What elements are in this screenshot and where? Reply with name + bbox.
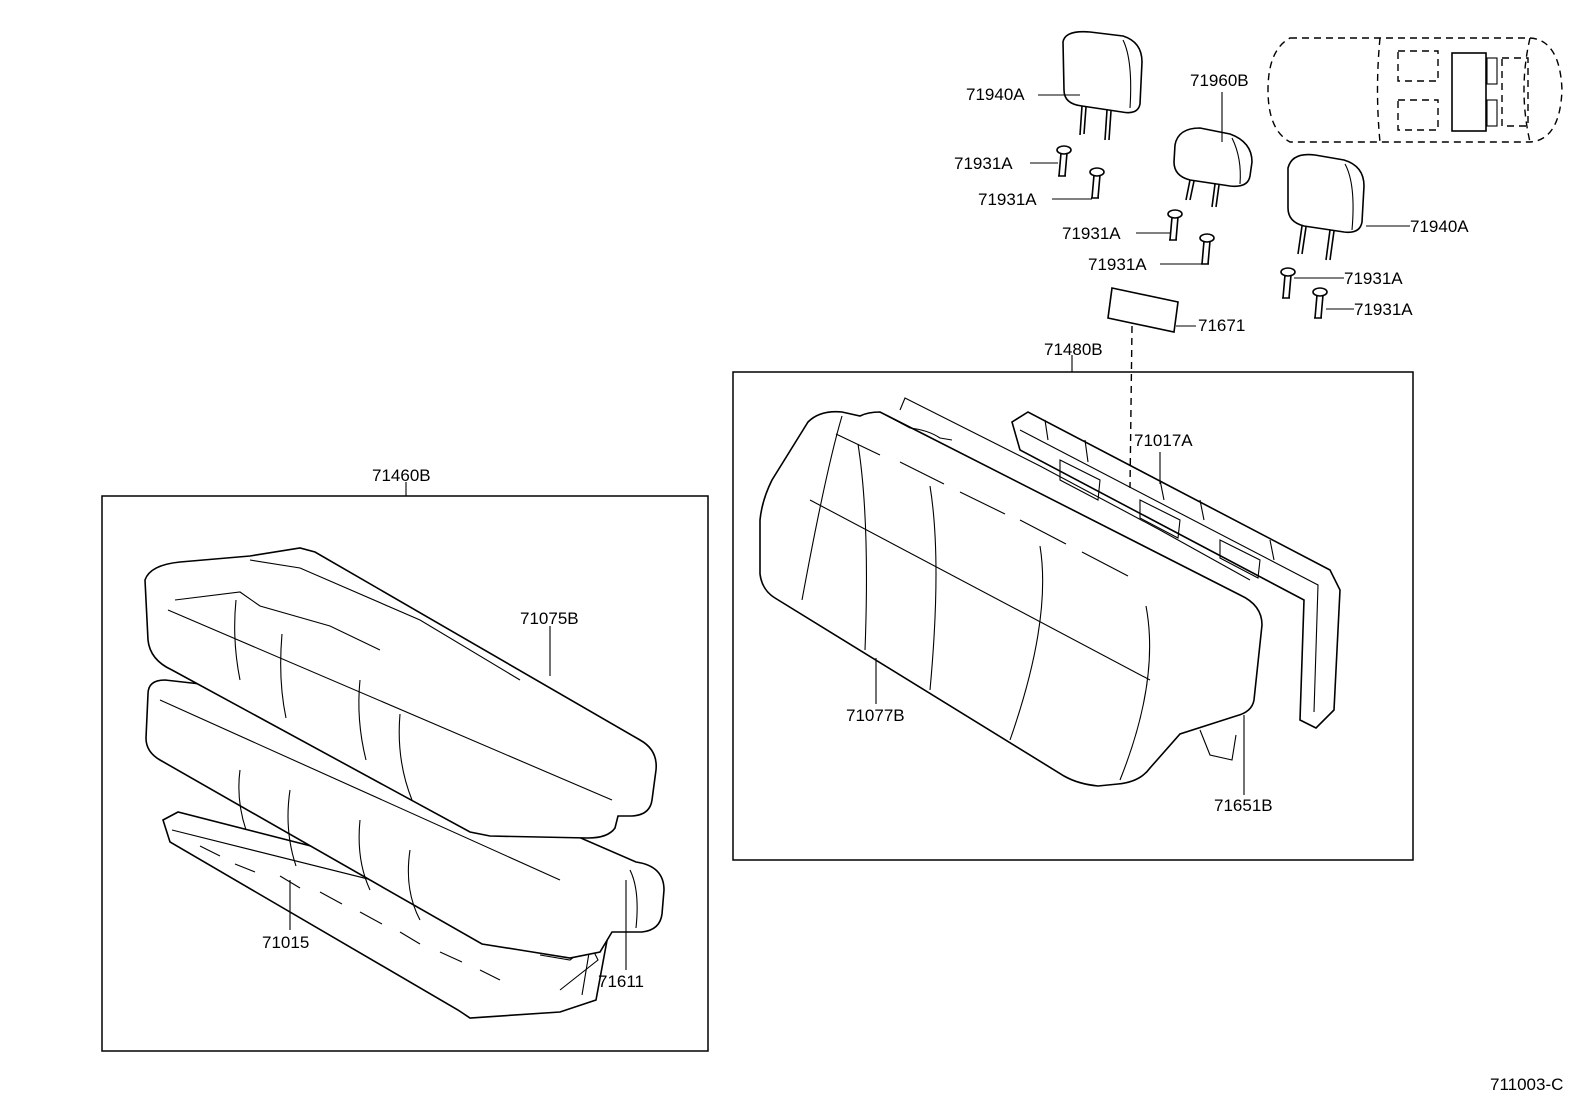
label-seatback-cover: 71077B <box>846 706 905 725</box>
cushion-pad-part <box>145 679 665 959</box>
label-cushion-pad: 71611 <box>598 972 644 991</box>
armrest-cover-part <box>1107 287 1179 333</box>
label-cushion-frame: 71015 <box>262 933 309 952</box>
seatback-frame-part <box>1011 411 1341 729</box>
headrest-support-parts <box>1056 145 1328 319</box>
label-cushion-cover: 71075B <box>520 609 579 628</box>
vehicle-location-icon <box>1267 37 1563 143</box>
diagram-id: 711003-C <box>1490 1075 1563 1094</box>
label-support-1: 71931A <box>954 154 1013 173</box>
cushion-assy-box <box>101 495 709 1052</box>
seatback-assy-box <box>732 371 1414 861</box>
label-support-6: 71931A <box>1354 300 1413 319</box>
armrest-dashed-line <box>1129 325 1133 489</box>
label-headrest-right: 71940A <box>1410 217 1469 236</box>
label-support-3: 71931A <box>1062 224 1121 243</box>
headrest-right-part <box>1287 153 1365 261</box>
headrest-center-part <box>1173 127 1253 208</box>
label-support-2: 71931A <box>978 190 1037 209</box>
label-headrest-center: 71960B <box>1190 71 1249 90</box>
label-seatback-assy: 71480B <box>1044 340 1103 359</box>
label-cushion-assy: 71460B <box>372 466 431 485</box>
leader-lines <box>289 92 1410 970</box>
label-seatback-frame: 71017A <box>1134 431 1193 450</box>
label-support-5: 71931A <box>1344 269 1403 288</box>
seatback-cover-part <box>759 397 1263 787</box>
headrest-left-part <box>1062 30 1143 141</box>
label-seatback-pad: 71651B <box>1214 796 1273 815</box>
label-support-4: 71931A <box>1088 255 1147 274</box>
label-headrest-left: 71940A <box>966 85 1025 104</box>
label-armrest-cover: 71671 <box>1198 316 1245 335</box>
cushion-cover-part <box>144 547 657 921</box>
